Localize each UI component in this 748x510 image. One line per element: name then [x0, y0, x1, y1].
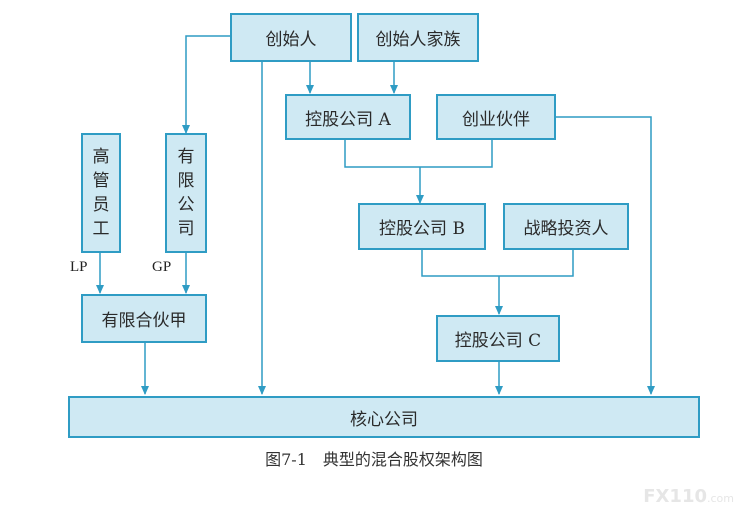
executives-char-2: 管 — [92, 171, 110, 191]
limited-company-char-4: 司 — [177, 219, 195, 239]
limited-company-char-3: 公 — [177, 195, 195, 215]
lp-label: LP — [70, 259, 88, 275]
watermark-brand: FX110 — [643, 486, 707, 507]
holding-company-a-label: 控股公司 A — [305, 109, 391, 130]
core-company-box: 核心公司 — [68, 396, 700, 438]
gp-label: GP — [152, 259, 172, 275]
limited-company-char-2: 限 — [177, 171, 195, 191]
limited-company-box: 有 限 公 司 — [165, 133, 207, 253]
founder-label: 创始人 — [265, 30, 317, 50]
edge-holding-a-merge — [344, 140, 493, 168]
limited-partnership-label: 有限合伙甲 — [101, 311, 187, 331]
holding-company-b-label: 控股公司 B — [379, 219, 465, 239]
edge-partner-to-core-company — [556, 116, 655, 395]
limited-partnership-box: 有限合伙甲 — [81, 294, 207, 343]
watermark-domain: .com — [707, 492, 734, 505]
strategic-investor-box: 战略投资人 — [503, 203, 629, 250]
executives-char-1: 高 — [92, 147, 110, 167]
edge-holding-b-merge — [421, 250, 574, 277]
limited-company-char-1: 有 — [177, 147, 195, 167]
founder-box: 创始人 — [230, 13, 352, 62]
founder-family-label: 创始人家族 — [375, 30, 461, 50]
strategic-investor-label: 战略投资人 — [523, 219, 609, 239]
edge-founder-to-limited-company — [182, 35, 230, 134]
executives-char-4: 工 — [92, 219, 110, 239]
venture-partner-box: 创业伙伴 — [436, 94, 556, 140]
holding-company-a-box: 控股公司 A — [285, 94, 411, 140]
figure-caption: 图7-1 典型的混合股权架构图 — [265, 450, 483, 469]
executives-char-3: 员 — [92, 195, 110, 215]
watermark-logo: FX110.com — [643, 486, 734, 507]
executives-employees-box: 高 管 员 工 — [81, 133, 121, 253]
holding-company-b-box: 控股公司 B — [358, 203, 486, 250]
core-company-label: 核心公司 — [350, 409, 418, 430]
holding-company-c-label: 控股公司 C — [454, 331, 542, 351]
venture-partner-label: 创业伙伴 — [462, 109, 530, 130]
founder-family-box: 创始人家族 — [357, 13, 479, 62]
holding-company-c-box: 控股公司 C — [436, 315, 560, 362]
